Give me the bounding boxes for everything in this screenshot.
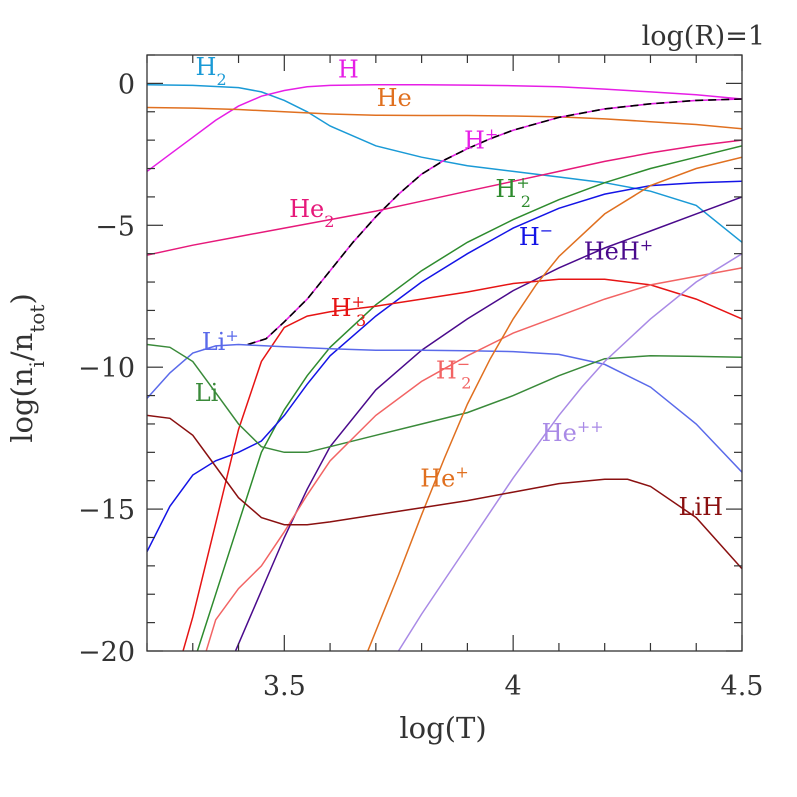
series-label: Li+ — [202, 326, 239, 357]
series-line-li-9 — [147, 343, 742, 473]
y-tick-label: −15 — [78, 495, 135, 526]
series-line-h-3 — [247, 98, 742, 346]
series-line-h-6 — [147, 180, 742, 553]
series-label: H+ — [464, 124, 498, 155]
y-tick-label: −5 — [95, 211, 135, 242]
series-label: LiH — [679, 493, 724, 521]
y-tick-label: −20 — [78, 637, 135, 668]
series-line-he-2 — [147, 106, 742, 130]
series-label: H− — [519, 221, 553, 252]
series-line-he-4 — [147, 139, 742, 256]
x-axis-title: log(T) — [399, 711, 486, 745]
series-line-h-11 — [205, 267, 742, 651]
series-line-h-1 — [147, 84, 742, 173]
y-tick-label: 0 — [118, 69, 135, 100]
series-label: H2 — [196, 53, 227, 89]
x-tick-label: 3.5 — [263, 671, 306, 702]
axis-ticks: 3.5 4 4.5 0 −5 −10 −15 −20 — [78, 54, 764, 702]
x-tick-label: 4.5 — [721, 671, 764, 702]
y-tick-label: −10 — [78, 353, 135, 384]
series-line-li-10 — [147, 343, 742, 454]
series-label: H — [338, 56, 359, 84]
series-line-lih-14 — [147, 414, 742, 570]
series-label: HeH+ — [584, 235, 653, 266]
series-label: Li — [195, 379, 219, 407]
series-label: H−2 — [436, 354, 472, 392]
series-line-he-12 — [397, 253, 742, 651]
series-line-h-0 — [147, 84, 742, 243]
series-label: H+3 — [331, 292, 367, 330]
series-label: He — [377, 84, 412, 112]
x-tick-label: 4 — [505, 671, 522, 702]
series-line-he-13 — [366, 156, 742, 651]
series-label: He+ — [420, 462, 469, 493]
plot-frame — [146, 54, 743, 652]
series-label: He2 — [289, 195, 334, 231]
series-line-h-8 — [182, 278, 742, 651]
series-label: He++ — [542, 416, 604, 447]
series-line-h-5 — [196, 145, 742, 651]
chart-annotation: log(R)=1 — [642, 21, 765, 52]
series-label: H+2 — [495, 172, 531, 210]
